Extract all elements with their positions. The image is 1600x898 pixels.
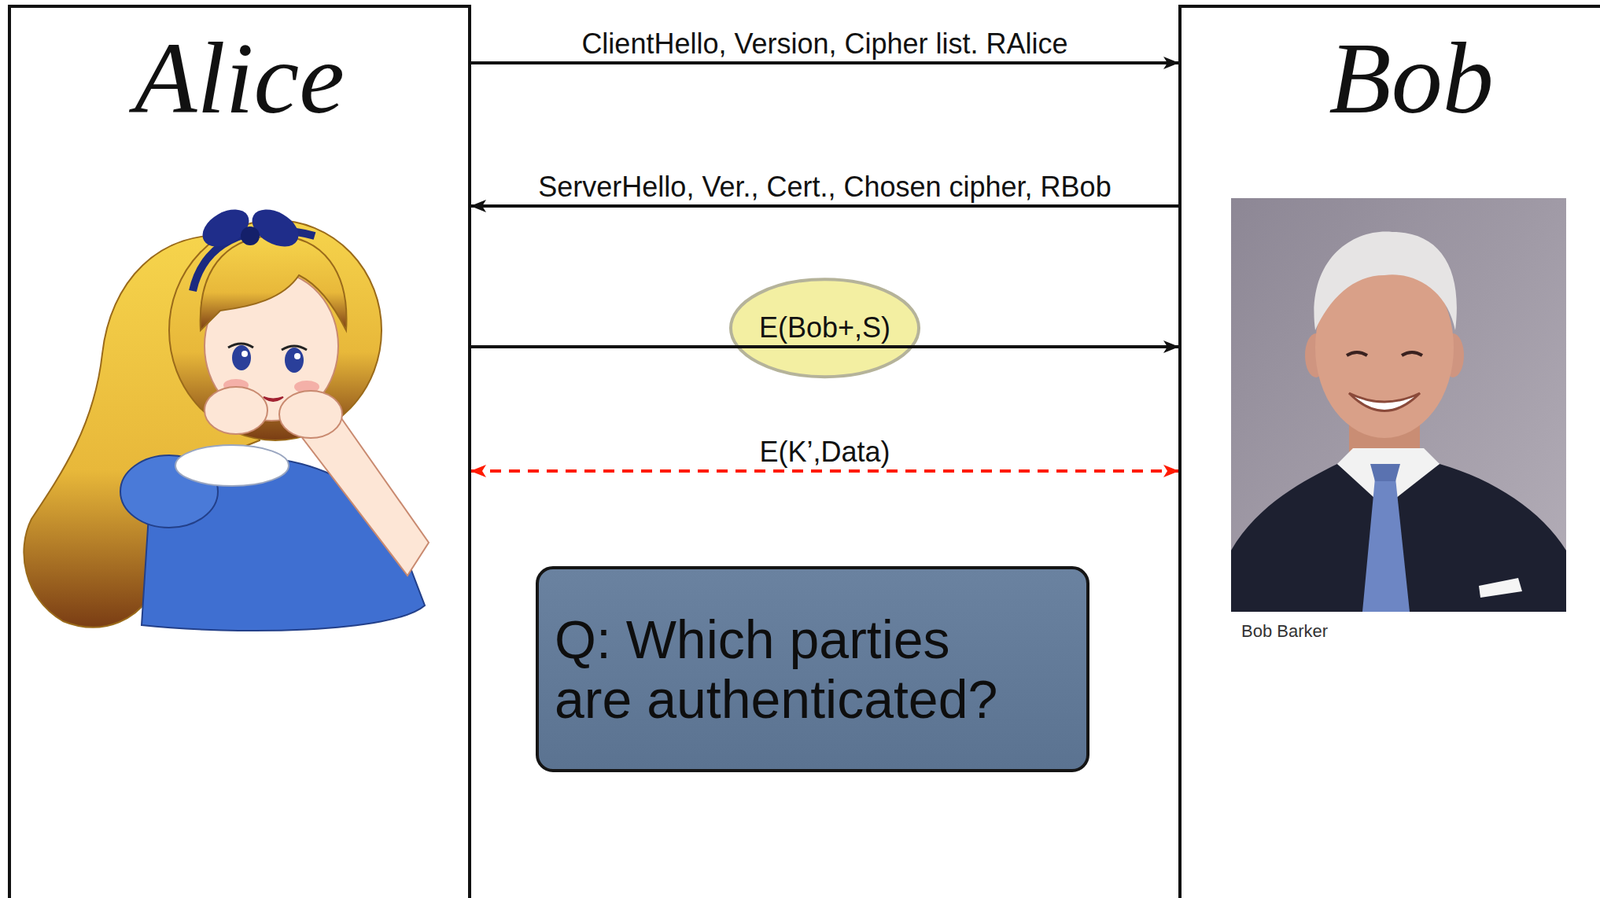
- bow-knot: [240, 226, 260, 246]
- smile: [1349, 393, 1420, 412]
- lashes: [228, 343, 307, 351]
- alice-illustration: [23, 202, 429, 631]
- actor-panel: Bob: [1178, 4, 1600, 898]
- message-label: ClientHello, Version, Cipher list. RAlic…: [581, 28, 1068, 60]
- photo-caption: Bob Barker: [1241, 621, 1328, 642]
- hair: [1313, 232, 1457, 331]
- eye: [284, 347, 304, 373]
- message-label: E(Bob+,S): [759, 312, 891, 344]
- hand: [279, 390, 343, 439]
- pocket-square: [1478, 578, 1523, 598]
- mouth: [263, 397, 284, 402]
- eye-glint: [241, 350, 248, 358]
- message-label: E(K’,Data): [759, 436, 890, 469]
- collar: [175, 445, 289, 487]
- message-arrow: [471, 61, 1179, 65]
- hair-head: [169, 220, 382, 441]
- message-arrow: [471, 204, 1179, 208]
- photo-background: [1231, 198, 1567, 612]
- message-label: ServerHello, Ver., Cert., Chosen cipher,…: [538, 171, 1111, 203]
- question-box: Q: Which parties are authenticated?: [535, 566, 1090, 773]
- message-arrow: [471, 345, 1179, 349]
- bangs: [200, 235, 347, 331]
- bob-photo: [1231, 198, 1567, 612]
- hand: [204, 387, 268, 435]
- eye-glint: [294, 353, 301, 360]
- eyes: [1346, 352, 1423, 356]
- actor-panel: Alice: [7, 4, 472, 898]
- actor-name: Bob: [1181, 22, 1600, 135]
- eye: [232, 345, 251, 371]
- actor-name: Alice: [11, 22, 469, 135]
- highlight-ellipse: [730, 279, 919, 377]
- tie: [1362, 478, 1410, 612]
- question-text: Q: Which parties are authenticated?: [554, 609, 1021, 730]
- dashed-arrow: [471, 469, 1179, 473]
- tie-knot: [1370, 464, 1401, 482]
